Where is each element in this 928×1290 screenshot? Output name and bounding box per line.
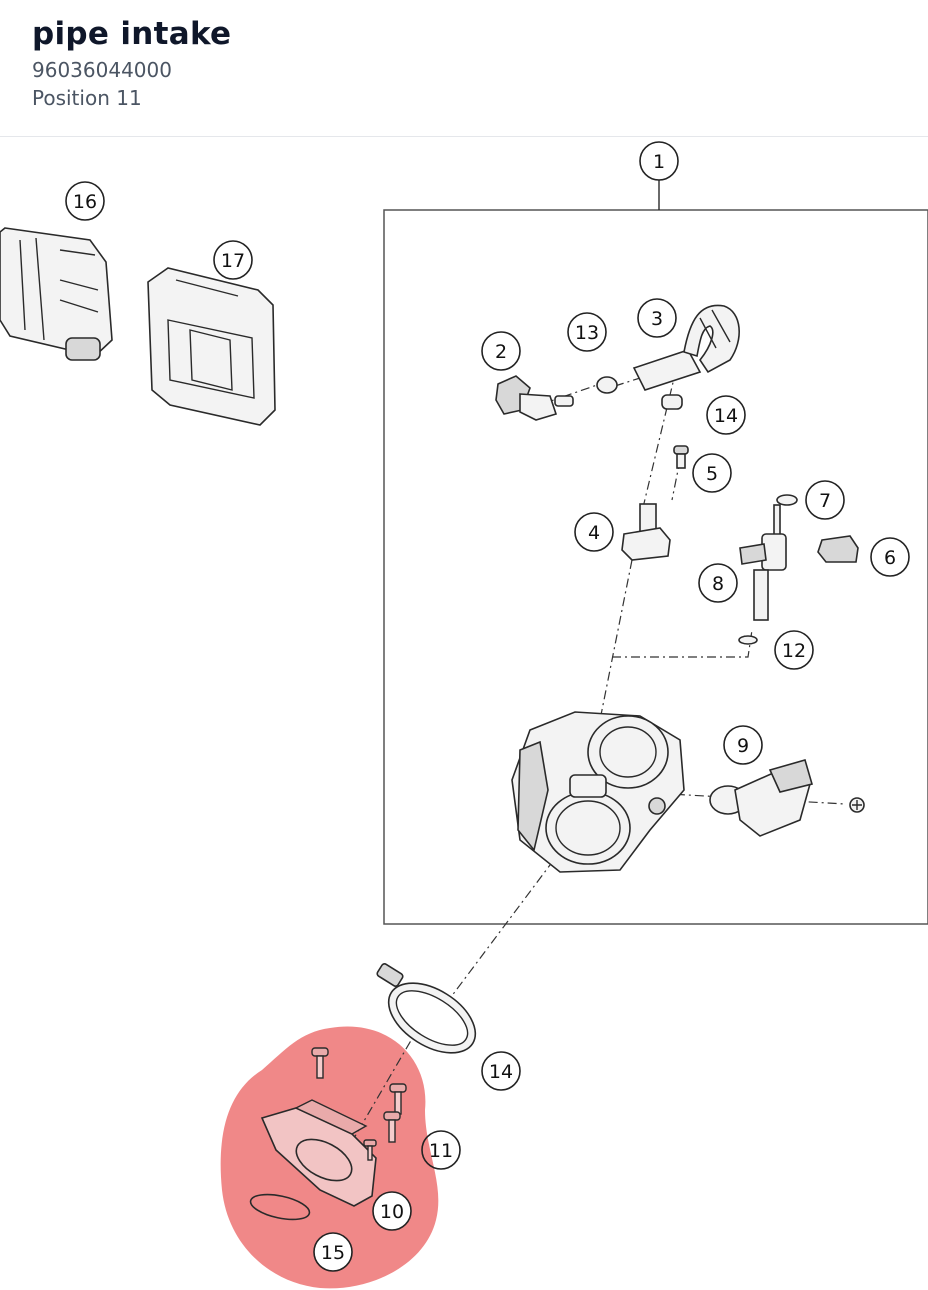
part-10-screw — [849, 797, 865, 813]
callout-2[interactable]: 2 — [481, 331, 521, 371]
callout-label: 13 — [575, 322, 599, 344]
part-18-cover — [147, 267, 276, 426]
callout-label: 14 — [489, 1061, 513, 1083]
part-14-ring-upper — [596, 376, 618, 394]
part-9-tps — [709, 759, 814, 837]
callout-label: 5 — [706, 463, 718, 485]
part-15-clamp — [376, 963, 477, 1054]
callout-14[interactable]: 14 — [706, 395, 746, 435]
part-6-clip — [817, 535, 859, 563]
callout-label: 17 — [221, 250, 245, 272]
part-13-ring — [738, 635, 758, 645]
part-8-injector — [739, 504, 787, 621]
position-label: Position 11 — [32, 86, 142, 110]
page-title: pipe intake — [32, 16, 232, 52]
part-16-oring — [249, 1193, 311, 1221]
callout-9[interactable]: 9 — [723, 725, 763, 765]
part-3-hose — [632, 304, 740, 391]
callout-label: 11 — [429, 1140, 453, 1162]
callout-label: 14 — [714, 405, 738, 427]
callout-label: 10 — [380, 1201, 404, 1223]
callout-10[interactable]: 10 — [372, 1191, 412, 1231]
callout-15[interactable]: 15 — [313, 1232, 353, 1272]
callout-1[interactable]: 1 — [639, 141, 679, 181]
callout-8[interactable]: 8 — [698, 563, 738, 603]
part-7-oring — [776, 494, 798, 506]
callout-16[interactable]: 16 — [65, 181, 105, 221]
callout-label: 9 — [737, 735, 749, 757]
callout-label: 12 — [782, 640, 806, 662]
callout-6[interactable]: 6 — [870, 537, 910, 577]
callout-label: 6 — [884, 547, 896, 569]
callout-label: 2 — [495, 341, 507, 363]
page-header: pipe intake 96036044000 Position 11 — [0, 0, 928, 137]
part-11-intake-pipe — [260, 1099, 377, 1207]
callout-label: 4 — [588, 522, 600, 544]
callout-11[interactable]: 11 — [421, 1130, 461, 1170]
callout-14[interactable]: 14 — [481, 1051, 521, 1091]
callout-label: 3 — [651, 308, 663, 330]
part-2-sensor — [495, 375, 574, 421]
part-17-control-unit — [0, 227, 113, 361]
part-12-screws — [311, 1047, 407, 1161]
part-4-pressure-sensor — [621, 503, 671, 561]
callout-7[interactable]: 7 — [805, 480, 845, 520]
callout-label: 7 — [819, 490, 831, 512]
callout-label: 15 — [321, 1242, 345, 1264]
callout-label: 1 — [653, 151, 665, 173]
callout-5[interactable]: 5 — [692, 453, 732, 493]
callout-3[interactable]: 3 — [637, 298, 677, 338]
throttle-body — [511, 711, 685, 873]
callout-label: 8 — [712, 573, 724, 595]
callout-4[interactable]: 4 — [574, 512, 614, 552]
callout-12[interactable]: 12 — [774, 630, 814, 670]
callout-17[interactable]: 17 — [213, 240, 253, 280]
callout-label: 16 — [73, 191, 97, 213]
part-5-screw — [673, 445, 689, 469]
callout-13[interactable]: 13 — [567, 312, 607, 352]
assembly-frame — [383, 209, 928, 925]
part-number: 96036044000 — [32, 58, 172, 82]
part-14-ring-lower — [661, 394, 683, 410]
